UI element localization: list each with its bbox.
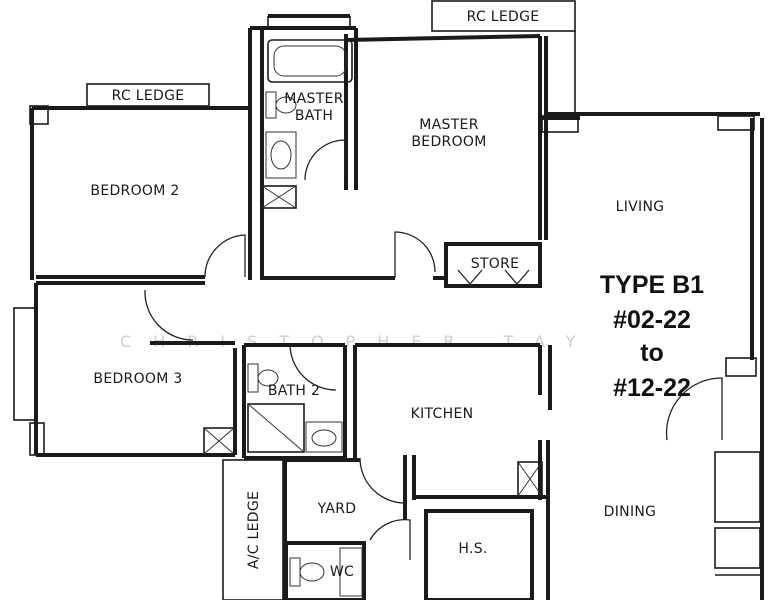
walls: [13, 14, 764, 600]
rc-ledge-top: [431, 0, 576, 112]
master-bedroom-label-2: BEDROOM: [411, 134, 486, 150]
rc-ledge-left-label: RC LEDGE: [112, 88, 185, 104]
unit-range-start: #02-22: [613, 306, 691, 334]
unit-type-label: TYPE B1: [600, 271, 704, 299]
master-bedroom-label-1: MASTER: [419, 117, 478, 133]
yard-label: YARD: [317, 501, 357, 517]
store-label: STORE: [471, 256, 520, 272]
master-bath-label-1: MASTER: [284, 91, 343, 107]
master-bath-label-2: BATH: [295, 108, 333, 124]
unit-range-end: #12-22: [613, 374, 691, 402]
ac-ledge-label: A/C LEDGE: [246, 491, 262, 569]
bath2-label: BATH 2: [268, 383, 320, 399]
dining-label: DINING: [604, 504, 657, 520]
kitchen-label: KITCHEN: [411, 406, 474, 422]
wc-label: WC: [330, 564, 354, 580]
doors: [144, 139, 723, 560]
bedroom2-label: BEDROOM 2: [90, 183, 179, 199]
rc-ledge-top-label: RC LEDGE: [467, 9, 540, 25]
fixtures: [203, 39, 543, 597]
living-label: LIVING: [616, 199, 665, 215]
unit-range-to: to: [640, 339, 664, 367]
bedroom3-label: BEDROOM 3: [93, 371, 182, 387]
hs-label: H.S.: [458, 541, 487, 557]
